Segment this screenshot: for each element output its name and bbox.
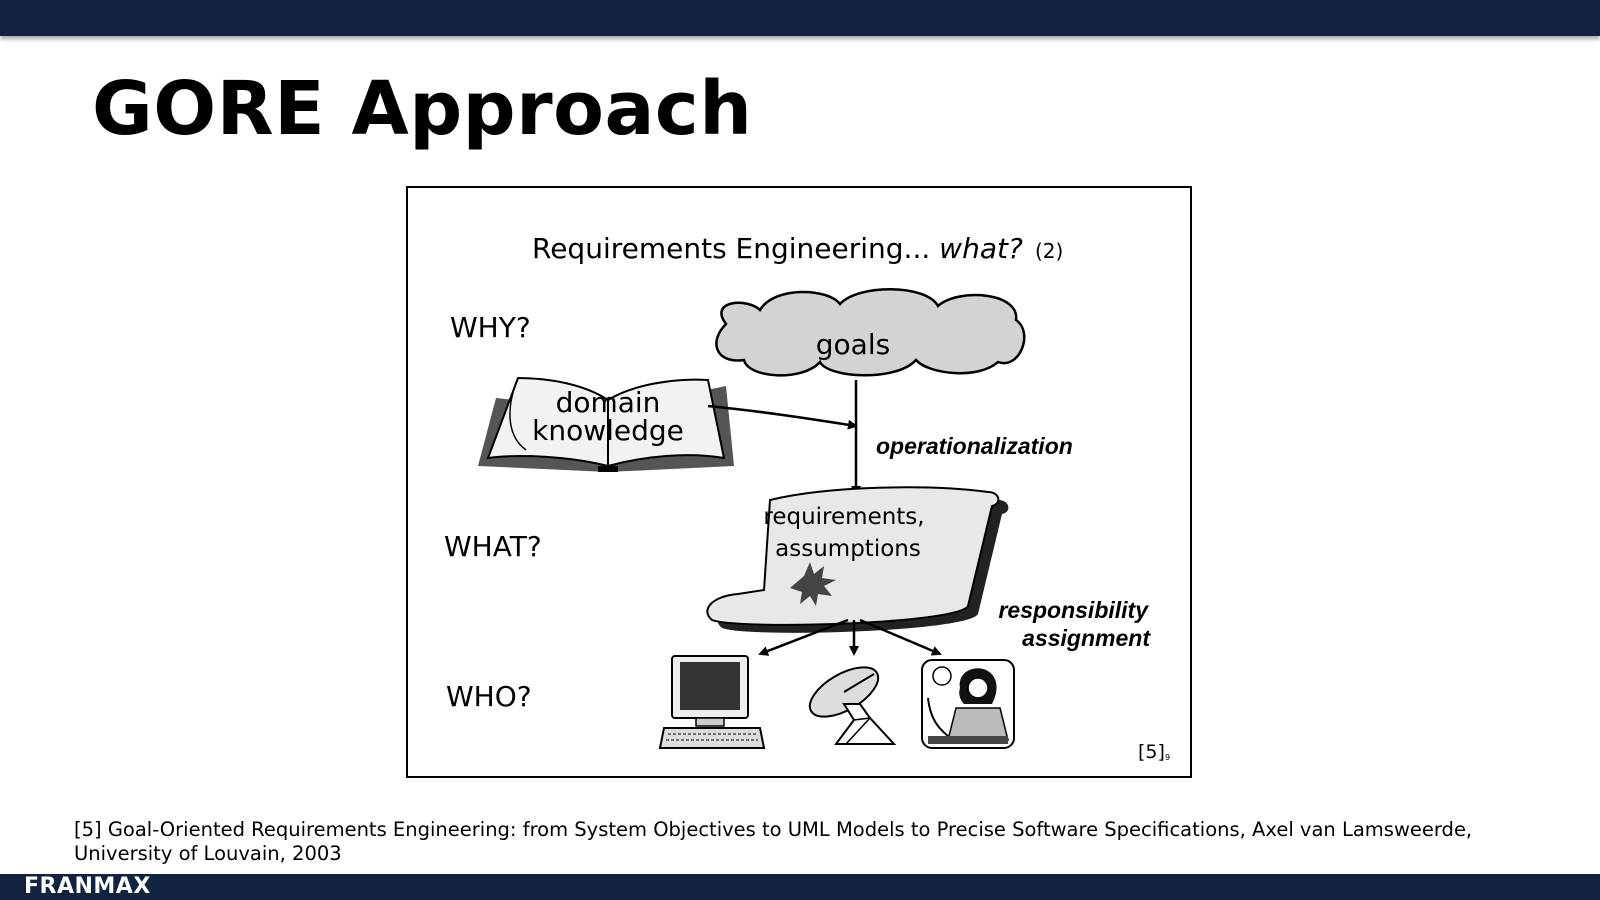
responsibility-label-line2: assignment (1022, 625, 1151, 651)
arrow-to-person (859, 618, 942, 656)
responsibility-label-line1: responsibility (998, 597, 1149, 623)
why-label: WHY? (450, 311, 531, 344)
open-book-icon (478, 376, 734, 472)
who-label: WHO? (446, 680, 532, 713)
reference-tag: [5] (1138, 741, 1165, 763)
gore-diagram-figure: Requirements Engineering... what? (2) WH… (406, 186, 1192, 778)
footer-brand: FRANMAX (24, 874, 151, 899)
computer-icon (658, 655, 766, 749)
diagram-heading: Requirements Engineering... what? (532, 232, 1023, 265)
operationalization-label: operationalization (876, 433, 1073, 459)
gore-diagram: Requirements Engineering... what? (2) WH… (444, 232, 1170, 763)
goals-label: goals (816, 328, 890, 361)
diagram-heading-number: (2) (1035, 239, 1063, 263)
slide-title: GORE Approach (92, 66, 753, 152)
scroll-icon (706, 486, 1009, 633)
diagram-heading-italic: what? (939, 232, 1023, 265)
person-at-desk-icon (921, 659, 1015, 749)
what-label: WHAT? (444, 530, 542, 563)
page-mark: 9 (1165, 753, 1170, 762)
diagram-heading-main: Requirements Engineering... (532, 232, 939, 265)
reference-citation: [5] Goal-Oriented Requirements Engineeri… (74, 818, 1473, 865)
satellite-dish-icon (808, 666, 897, 745)
requirements-label-line1: requirements, (763, 504, 924, 530)
cloud-icon (715, 288, 1026, 377)
domain-to-operationalization-arrow (707, 404, 858, 430)
domain-label-line2: knowledge (532, 414, 684, 447)
requirements-label-line2: assumptions (775, 536, 921, 562)
bottom-footer-bar: FRANMAX (0, 874, 1600, 900)
arrow-to-computer (758, 618, 849, 656)
domain-label-line1: domain (556, 386, 661, 419)
top-header-bar (0, 0, 1600, 36)
